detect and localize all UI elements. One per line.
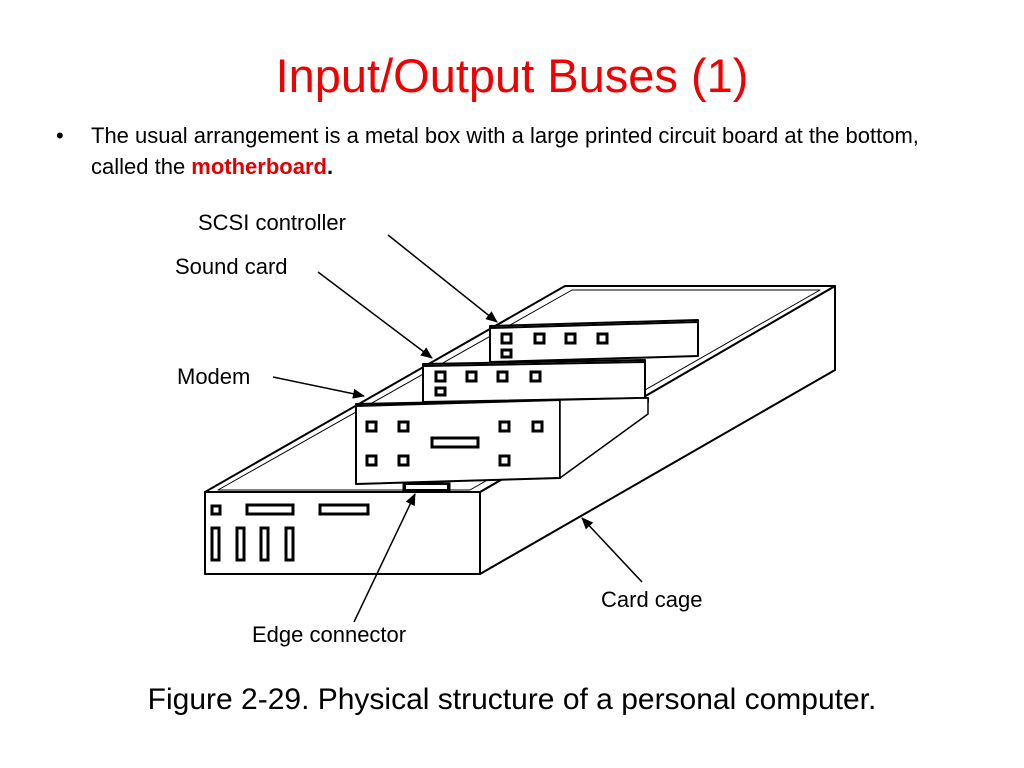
modem-label: Modem (177, 364, 250, 389)
front-panel-bay (235, 526, 246, 562)
sound-chip (465, 370, 478, 383)
figure-caption: Figure 2-29. Physical structure of a per… (147, 683, 877, 716)
scsi-card (489, 321, 699, 363)
card-cage-leader-line (581, 517, 643, 583)
card-cage-label: Card cage (601, 587, 703, 612)
sound-chip (434, 386, 447, 397)
scsi-chip (533, 332, 546, 345)
bullet-marker: • (56, 123, 64, 148)
modem-chip (498, 420, 511, 433)
scsi-chip (596, 332, 609, 345)
sound-leader-line (317, 271, 433, 359)
modem-chip (365, 420, 378, 433)
sound-chip (529, 370, 542, 383)
front-panel-port (210, 504, 222, 516)
scsi-chip (500, 348, 513, 359)
front-panel-slot (245, 503, 295, 516)
modem-chip-long (430, 436, 480, 449)
edge-connector-label: Edge connector (252, 622, 406, 647)
edge-connector-inner (406, 485, 447, 489)
modem-card-side (559, 397, 649, 479)
modem-chip (365, 454, 378, 467)
modem-leader-line (272, 376, 365, 399)
slide-title: Input/Output Buses (1) (275, 49, 749, 102)
scsi-chip (500, 332, 513, 345)
modem-chip (397, 420, 410, 433)
scsi-chip (564, 332, 577, 345)
front-panel-slot (318, 503, 370, 516)
edge-connector-leader-line (353, 493, 416, 623)
motherboard-emphasis: motherboard (191, 154, 327, 179)
sound-chip (496, 370, 509, 383)
front-panel-bay (259, 526, 270, 562)
modem-chip (498, 454, 511, 467)
sound-card-label: Sound card (175, 254, 288, 279)
bullet-text: The usual arrangement is a metal box wit… (91, 120, 956, 182)
bullet-text-before: The usual arrangement is a metal box wit… (91, 123, 919, 179)
modem-chip (397, 454, 410, 467)
scsi-leader-line (387, 234, 498, 323)
scsi-controller-label: SCSI controller (198, 210, 346, 235)
front-panel-bay (284, 526, 295, 562)
bullet-period: . (326, 154, 334, 179)
bullet-point: • The usual arrangement is a metal box w… (56, 120, 956, 182)
sound-chip (434, 370, 447, 383)
front-panel-bay (210, 526, 221, 562)
modem-chip (531, 420, 544, 433)
